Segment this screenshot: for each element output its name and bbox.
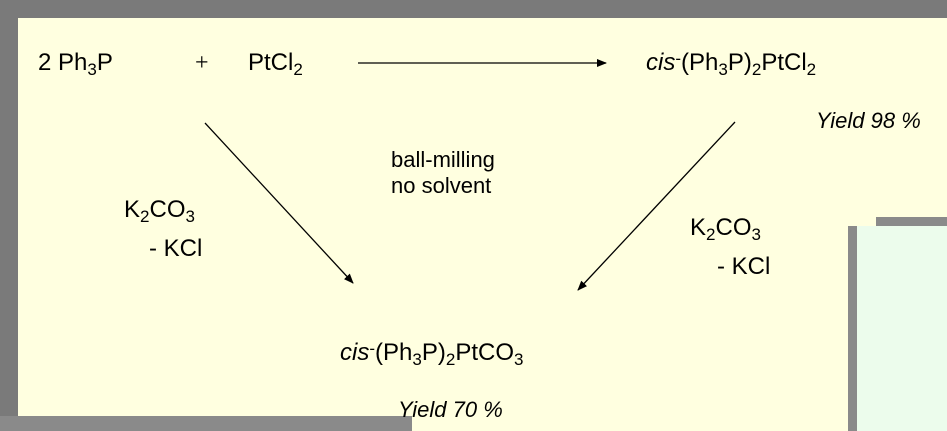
left-reagent-formula: K2CO3: [124, 196, 195, 226]
yield-bottom: Yield 70 %: [398, 397, 503, 422]
frame-left-border: [0, 0, 18, 431]
right-reagent-formula: K2CO3: [690, 214, 761, 244]
product-bottom-formula: cis-(Ph3P)2PtCO3: [340, 339, 524, 369]
plus-sign: +: [195, 50, 209, 76]
left-byproduct: - KCl: [149, 235, 203, 262]
scheme-canvas: [18, 18, 947, 431]
right-byproduct: - KCl: [717, 253, 771, 280]
reactant-platinum-chloride: PtCl2: [248, 49, 303, 79]
inset-panel: [848, 226, 947, 431]
conditions-line-1: ball-milling: [391, 147, 495, 172]
left-diagonal-arrow: [204, 122, 354, 284]
right-diagonal-arrow: [577, 121, 736, 291]
yield-top: Yield 98 %: [816, 108, 921, 133]
inset-panel-shadow: [876, 217, 947, 226]
reactant-triphenylphosphine: 2 Ph3P: [38, 49, 113, 79]
frame-top-border: [0, 0, 947, 18]
bottom-scroll-bar: [0, 416, 412, 431]
product-top-formula: cis-(Ph3P)2PtCl2: [646, 49, 817, 79]
conditions-line-2: no solvent: [391, 173, 492, 198]
